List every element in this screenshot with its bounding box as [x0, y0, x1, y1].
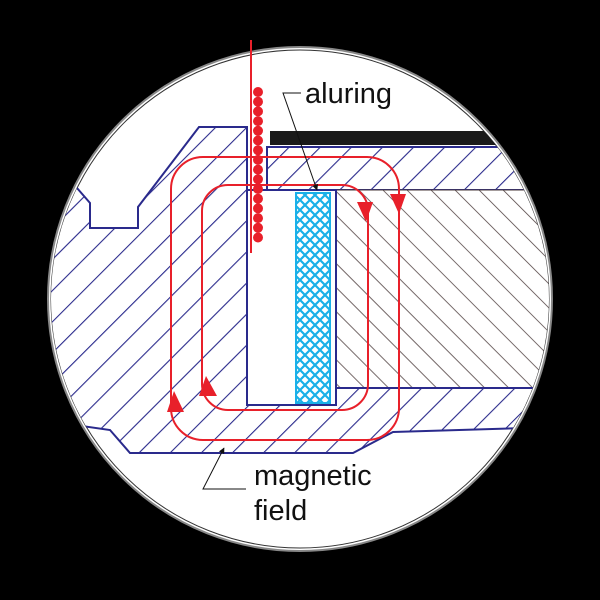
coil-turn [253, 232, 263, 243]
coil-turn [253, 116, 263, 127]
coil-turn [253, 193, 263, 204]
field-arrows [167, 194, 406, 412]
aluring [295, 192, 331, 404]
coil-turn [253, 145, 263, 156]
coil-turn [253, 184, 263, 194]
arrow-up-icon [167, 391, 184, 412]
arrow-down-icon [390, 194, 406, 214]
coil-turn [253, 154, 263, 165]
coil-turn [253, 203, 263, 214]
arrow-down-icon [357, 202, 373, 222]
label-magnetic: magnetic [254, 460, 372, 492]
coil-turn [253, 87, 263, 97]
coil-turn [253, 174, 263, 185]
coil-turn [253, 135, 263, 146]
coil-windings [253, 87, 263, 243]
coil-turn [253, 164, 263, 175]
coil-turn [253, 96, 263, 107]
field-leader [202, 447, 246, 490]
core [335, 189, 549, 389]
aluring-leader [282, 92, 319, 191]
magnetic-field-lines [170, 156, 400, 441]
coil-turn [253, 222, 263, 233]
coil-turn [253, 106, 263, 117]
coil-turn [253, 125, 263, 136]
cover-bar [270, 131, 515, 145]
arrow-up-icon [199, 376, 217, 396]
label-aluring: aluring [305, 78, 392, 110]
coil-turn [253, 213, 263, 224]
label-field: field [254, 495, 307, 527]
